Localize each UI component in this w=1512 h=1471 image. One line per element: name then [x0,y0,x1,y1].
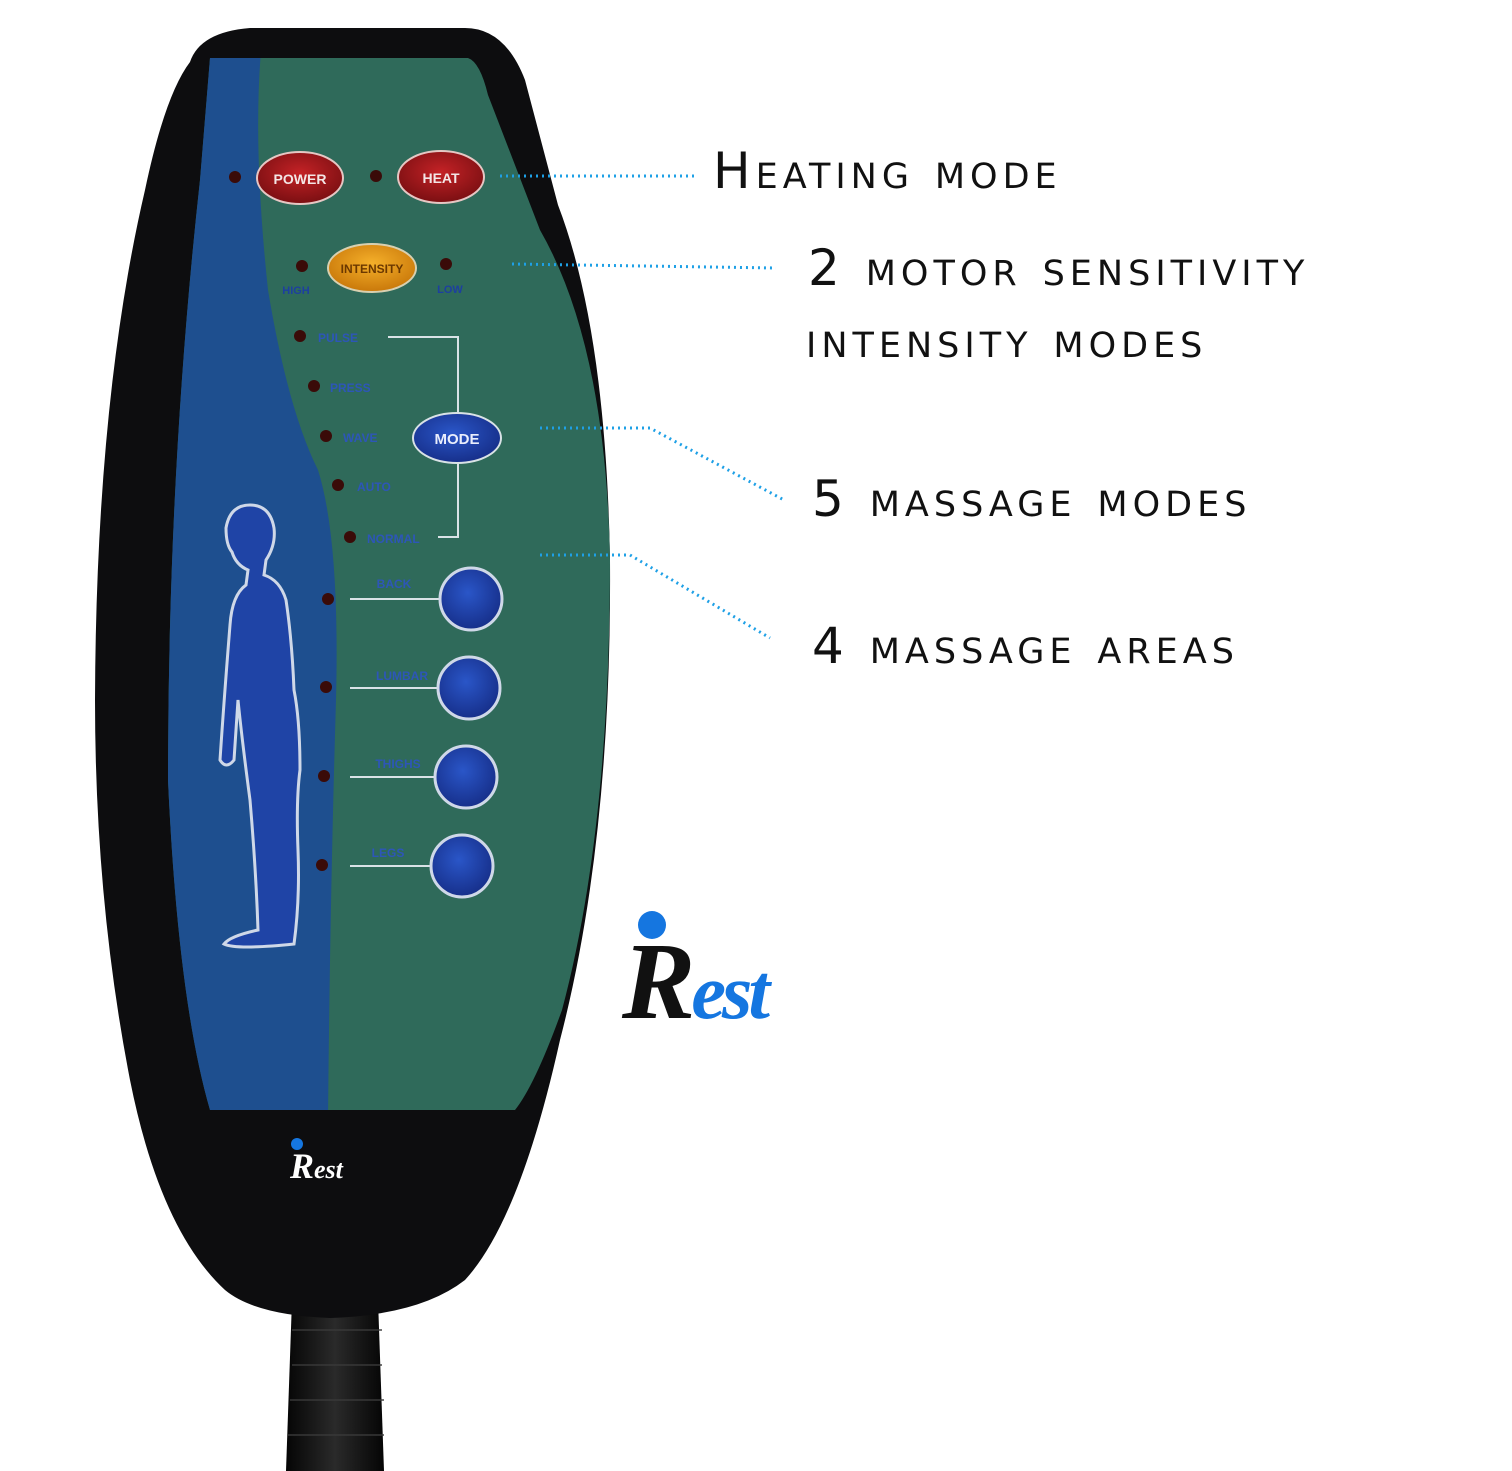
area-legs[interactable]: LEGS [316,833,495,899]
heat-button[interactable]: HEAT [397,150,485,204]
svg-text:LEGS: LEGS [372,846,405,860]
svg-text:PULSE: PULSE [318,331,358,345]
svg-text:POWER: POWER [274,171,327,187]
mode-list: PULSE PRESS WAVE AUTO NORMAL [294,330,420,546]
brand-logo: Rest [621,911,776,1042]
svg-text:INTENSITY: INTENSITY [341,262,404,276]
svg-text:BACK: BACK [377,577,412,591]
callout-heating-mode: Heating mode [713,142,1062,200]
svg-text:LUMBAR: LUMBAR [376,669,428,683]
svg-text:Rest: Rest [621,920,772,1042]
power-indicator-led [229,171,241,183]
intensity-button[interactable]: INTENSITY [327,243,417,293]
areas-callout-line [540,553,771,640]
callout-intensity: 2 motor sensitivity intensity modes [806,232,1310,376]
power-cord [286,1300,384,1471]
callout-intensity-line1: 2 motor sensitivity [808,239,1310,297]
heat-indicator-led [370,170,382,182]
intensity-low-label: LOW [437,284,463,296]
svg-text:WAVE: WAVE [343,431,377,445]
svg-text:PRESS: PRESS [330,381,371,395]
mode-bracket [388,336,459,538]
svg-text:AUTO: AUTO [357,480,391,494]
intensity-callout-line [511,262,777,270]
remote-brand-logo: Rest [289,1138,344,1186]
callout-intensity-line2: intensity modes [806,311,1208,369]
svg-text:Rest: Rest [289,1146,344,1186]
intensity-high-label: HIGH [282,285,310,297]
power-button[interactable]: POWER [256,151,344,205]
modes-callout-line [540,426,785,502]
callout-massage-modes: 5 massage modes [812,470,1252,528]
mode-button[interactable]: MODE [412,412,502,464]
svg-text:MODE: MODE [435,431,480,448]
area-back[interactable]: BACK [322,566,504,632]
callout-massage-areas: 4 massage areas [812,617,1239,675]
intensity-high-led [296,260,308,272]
svg-text:HEAT: HEAT [422,170,460,186]
svg-text:NORMAL: NORMAL [367,532,420,546]
callout-lines [500,174,785,640]
area-thighs[interactable]: THIGHS [318,744,499,810]
body-silhouette [218,503,302,949]
intensity-low-led [440,258,452,270]
area-lumbar[interactable]: LUMBAR [320,655,502,721]
svg-text:THIGHS: THIGHS [375,757,420,771]
